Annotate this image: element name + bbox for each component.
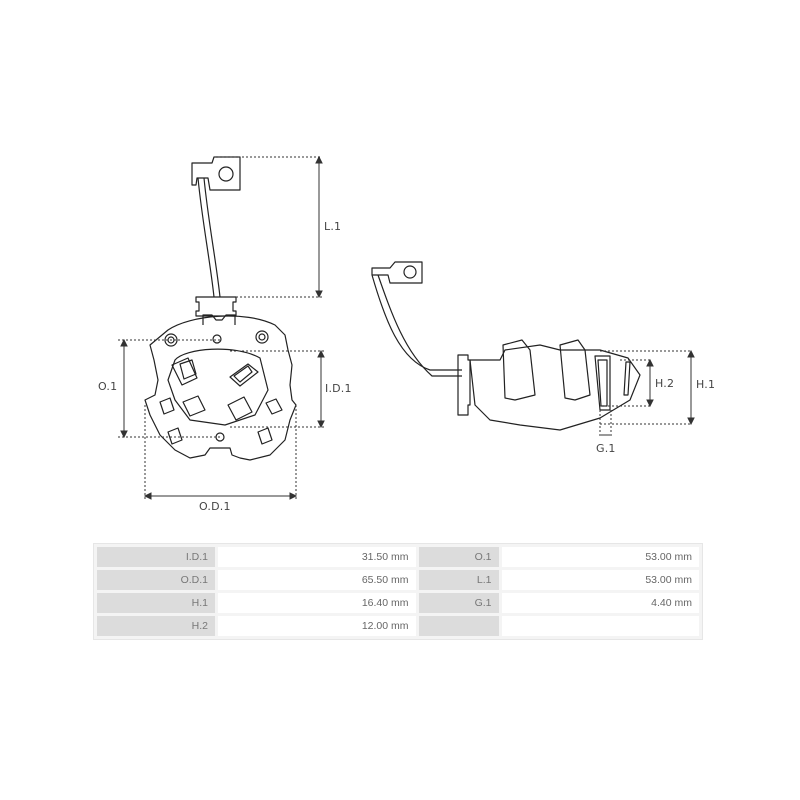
dim-label-h1: H.1 [696, 378, 716, 391]
dim-label-o1: O.1 [98, 380, 118, 393]
spec-value: 12.00 mm [218, 616, 416, 636]
spec-value: 53.00 mm [501, 570, 699, 590]
brush-holder-drawing [118, 155, 695, 500]
spec-value: 4.40 mm [501, 593, 699, 613]
table-row: O.D.1 65.50 mm L.1 53.00 mm [97, 570, 699, 590]
table-row: H.1 16.40 mm G.1 4.40 mm [97, 593, 699, 613]
spec-value: 53.00 mm [501, 547, 699, 567]
specs-table: I.D.1 31.50 mm O.1 53.00 mm O.D.1 65.50 … [93, 543, 703, 640]
spec-value [501, 616, 699, 636]
spec-value: 16.40 mm [218, 593, 416, 613]
dim-label-id1: I.D.1 [325, 382, 352, 395]
spec-key: H.2 [97, 616, 215, 636]
dim-label-od1: O.D.1 [199, 500, 231, 513]
dim-label-g1: G.1 [596, 442, 616, 455]
table-row: I.D.1 31.50 mm O.1 53.00 mm [97, 547, 699, 567]
spec-value: 31.50 mm [218, 547, 416, 567]
spec-key: G.1 [418, 593, 499, 613]
spec-key: I.D.1 [97, 547, 215, 567]
spec-key [418, 616, 499, 636]
dim-label-h2: H.2 [655, 377, 675, 390]
spec-key: L.1 [418, 570, 499, 590]
spec-key: O.1 [418, 547, 499, 567]
spec-key: O.D.1 [97, 570, 215, 590]
side-view [371, 261, 641, 431]
front-view [144, 156, 297, 461]
spec-key: H.1 [97, 593, 215, 613]
table-row: H.2 12.00 mm [97, 616, 699, 636]
dim-label-l1: L.1 [324, 220, 342, 233]
spec-value: 65.50 mm [218, 570, 416, 590]
